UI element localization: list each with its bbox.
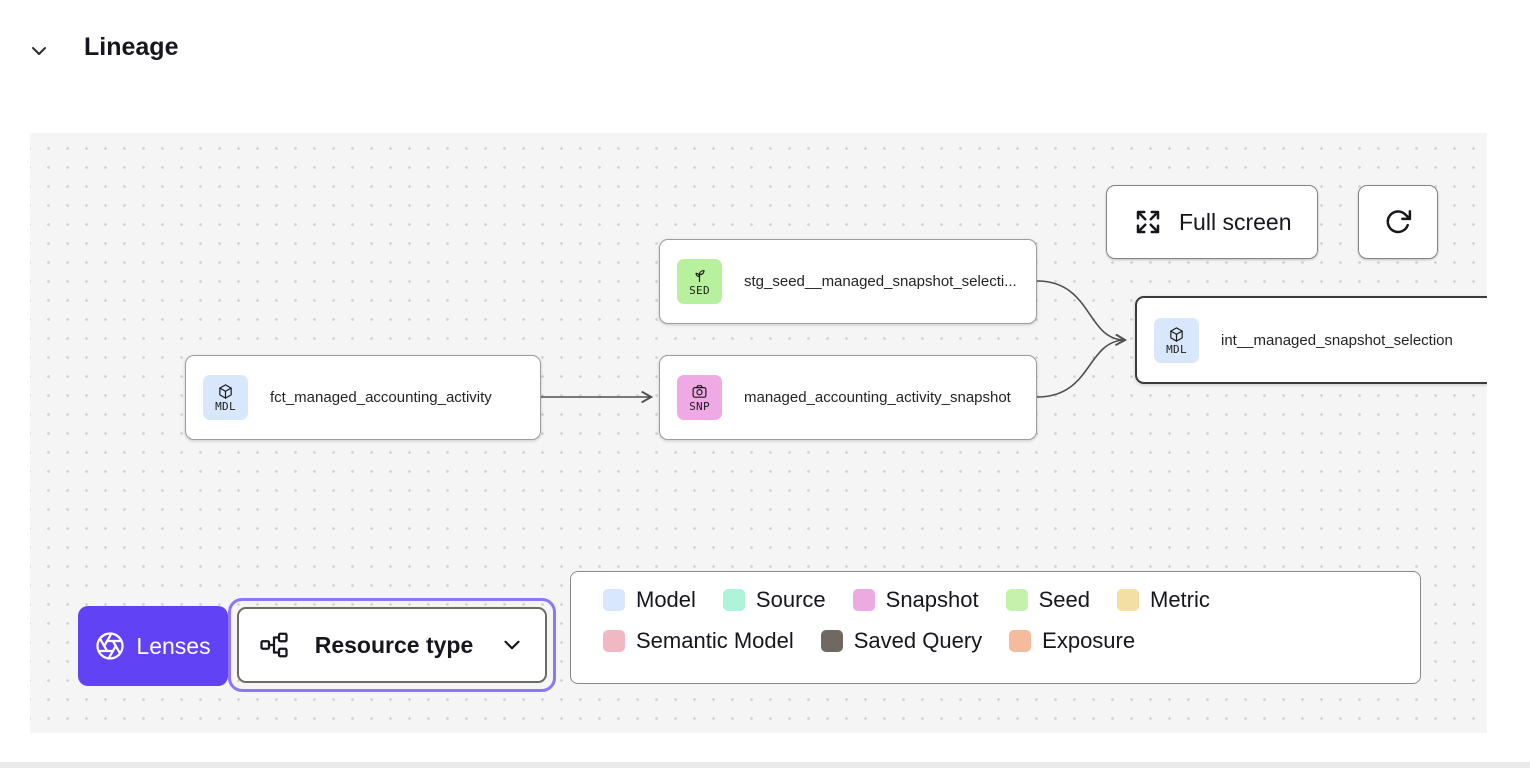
edge-seed-to-int [1036, 280, 1124, 340]
resource-type-dropdown[interactable]: Resource type [237, 607, 547, 683]
aperture-icon [96, 632, 125, 660]
refresh-button[interactable] [1358, 185, 1438, 259]
legend-row-1: Model Source Snapshot Seed Metric [603, 587, 1420, 613]
model-cube-icon [1170, 326, 1183, 342]
hierarchy-icon [260, 632, 288, 658]
node-label: int__managed_snapshot_selection [1221, 331, 1453, 349]
resource-type-focus-ring: Resource type [228, 598, 556, 692]
node-type-code: MDL [1166, 342, 1187, 356]
bottom-divider [0, 762, 1530, 768]
legend-item-saved-query: Saved Query [820, 628, 982, 654]
snapshot-color-swatch [852, 589, 875, 611]
legend-item-seed: Seed [1005, 587, 1090, 613]
resource-type-legend: Model Source Snapshot Seed Metric [570, 571, 1421, 684]
model-badge: MDL [1154, 317, 1199, 363]
node-label: managed_accounting_activity_snapshot [744, 389, 1011, 406]
chevron-down-icon [504, 640, 520, 650]
node-label: stg_seed__managed_snapshot_selecti... [744, 273, 1017, 290]
node-type-code: MDL [215, 400, 236, 413]
seed-badge: SED [677, 259, 722, 304]
refresh-icon [1386, 210, 1412, 234]
seed-sprout-icon [695, 269, 705, 283]
full-screen-label: Full screen [1179, 208, 1292, 235]
node-type-code: SED [689, 284, 710, 297]
semantic-model-color-swatch [603, 630, 625, 652]
expand-arrows-icon [1136, 210, 1160, 234]
legend-item-snapshot: Snapshot [852, 587, 979, 613]
resource-type-label: Resource type [314, 631, 474, 658]
node-label: fct_managed_accounting_activity [270, 389, 492, 406]
lenses-label: Lenses [136, 632, 211, 659]
legend-item-metric: Metric [1117, 587, 1210, 613]
legend-row-2: Semantic Model Saved Query Exposure [603, 628, 1420, 654]
snapshot-camera-icon [692, 385, 707, 398]
exposure-color-swatch [1009, 630, 1032, 652]
lineage-canvas[interactable]: Full screen SED stg_seed__managed_snapsh… [30, 133, 1487, 733]
node-type-code: SNP [689, 400, 710, 413]
page-title: Lineage [84, 33, 179, 61]
legend-item-exposure: Exposure [1009, 628, 1135, 654]
legend-item-semantic-model: Semantic Model [603, 628, 794, 654]
model-cube-icon [219, 384, 232, 399]
lineage-header: Lineage [0, 0, 1530, 100]
model-badge: MDL [203, 375, 248, 420]
node-managed-accounting-activity-snapshot[interactable]: SNP managed_accounting_activity_snapshot [659, 355, 1037, 440]
seed-color-swatch [1005, 589, 1028, 611]
collapse-section-button[interactable] [24, 36, 54, 66]
source-color-swatch [722, 589, 745, 611]
lenses-button[interactable]: Lenses [78, 606, 228, 686]
edge-snp-to-int [1036, 339, 1125, 398]
model-color-swatch [603, 589, 625, 611]
full-screen-button[interactable]: Full screen [1106, 185, 1319, 259]
node-stg-seed-managed-snapshot-selection[interactable]: SED stg_seed__managed_snapshot_selecti..… [659, 239, 1037, 324]
snapshot-badge: SNP [677, 375, 722, 420]
legend-item-source: Source [722, 587, 826, 613]
node-int-managed-snapshot-selection[interactable]: MDL int__managed_snapshot_selection [1135, 296, 1487, 384]
legend-item-model: Model [603, 587, 696, 613]
metric-color-swatch [1117, 589, 1139, 611]
saved-query-color-swatch [820, 630, 843, 652]
node-fct-managed-accounting-activity[interactable]: MDL fct_managed_accounting_activity [185, 355, 541, 440]
chevron-down-icon [32, 47, 46, 55]
